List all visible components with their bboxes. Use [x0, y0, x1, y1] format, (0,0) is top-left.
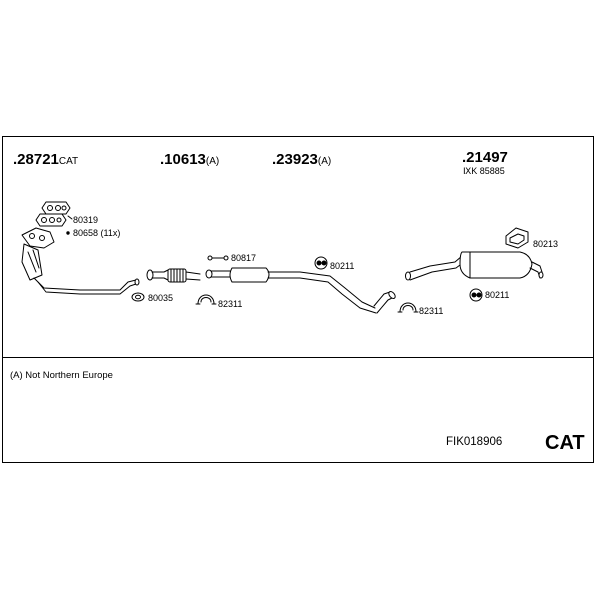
- manifold-catalyst-icon: [21, 227, 140, 295]
- cat-badge: CAT: [545, 432, 585, 454]
- footnote: (A) Not Northern Europe: [10, 370, 113, 381]
- callout-82311-rear: 82311: [419, 306, 444, 316]
- front-pipe-icon: [146, 268, 201, 283]
- rubber-hanger-middle-icon: [314, 256, 328, 270]
- gasket-80035-icon: [131, 292, 145, 302]
- part-label-rear-silencer-kit: ⅨK 85885: [463, 166, 505, 176]
- rear-silencer-icon: [405, 251, 544, 281]
- diagram-code: FIK018906: [446, 436, 503, 448]
- callout-80658: 80658 (11x): [73, 228, 121, 238]
- diagram-divider: [2, 357, 594, 358]
- callout-80817: 80817: [231, 253, 257, 263]
- callout-80213: 80213: [533, 239, 559, 249]
- rubber-hanger-rear-icon: [469, 288, 483, 302]
- part-label-catalyst: .28721CAT: [13, 151, 79, 168]
- bracket-80213-icon: [505, 227, 529, 249]
- part-label-middle-silencer: .23923(A): [272, 151, 332, 168]
- callout-82311-front: 82311: [218, 299, 243, 309]
- clamp-82311-front-icon: [195, 294, 217, 305]
- clamp-82311-rear-icon: [397, 302, 419, 313]
- diagram-frame: [2, 136, 594, 463]
- nut-icon: [66, 231, 70, 235]
- part-label-front-pipe: .10613(A): [160, 151, 220, 168]
- callout-80319: 80319: [73, 215, 99, 225]
- callout-80211-middle: 80211: [330, 261, 355, 271]
- middle-silencer-icon: [205, 267, 396, 314]
- callout-80211-rear: 80211: [485, 290, 510, 300]
- bolt-80817-icon: [207, 255, 229, 261]
- callout-80035: 80035: [148, 293, 174, 303]
- part-label-rear-silencer: .21497: [462, 149, 508, 166]
- manifold-gasket-icon: [35, 201, 73, 227]
